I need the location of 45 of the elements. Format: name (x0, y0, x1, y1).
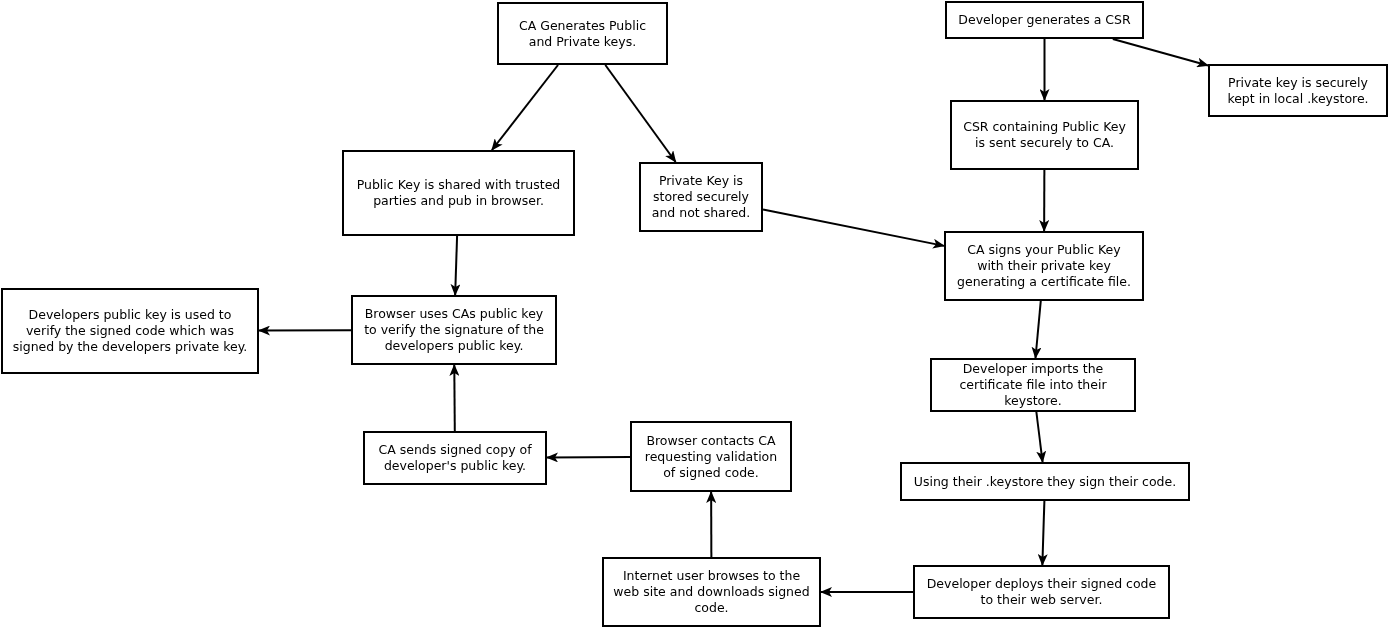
process-box (630, 421, 792, 492)
box-text: CA Generates Public and Private keys. (517, 17, 648, 50)
box-text: CSR containing Public Key is sent securely to CA. (962, 119, 1127, 151)
process-box (944, 231, 1144, 301)
box-text: Browser uses CAs public key to verify the signature of the developers public key. (363, 306, 545, 354)
arrow (706, 491, 717, 558)
process-box (900, 462, 1190, 501)
arrow (762, 208, 945, 249)
arrow (604, 64, 677, 163)
arrow (1037, 500, 1048, 566)
arrow (450, 235, 461, 296)
process-box (1, 288, 259, 374)
process-box (945, 1, 1144, 39)
process-box (639, 162, 763, 232)
process-box (602, 557, 821, 627)
process-box (913, 565, 1170, 619)
arrow (258, 325, 352, 336)
arrow (546, 452, 631, 463)
arrow (1031, 300, 1042, 359)
process-box (342, 150, 575, 236)
box-text: Developer imports the certificate file into their keystore. (958, 361, 1108, 409)
process-box (1208, 64, 1388, 117)
arrow (449, 364, 460, 432)
process-box (950, 100, 1139, 170)
arrow (1039, 38, 1050, 101)
box-text: Internet user browses to the web site and downloads signed code. (612, 568, 811, 616)
process-box (351, 295, 557, 365)
process-box (363, 431, 547, 485)
box-text: Public Key is shared with trusted parties and pub in browser. (355, 177, 562, 209)
box-text: Developers public key is used to verify the signed code which was signed by the developers private key. (11, 307, 249, 355)
box-text: Using their .keystore they sign their code. (913, 473, 1177, 490)
box-text: Browser contacts CA requesting validation of signed code. (643, 432, 779, 481)
arrow (1035, 411, 1047, 463)
process-box (497, 2, 668, 65)
box-text: CA sends signed copy of developer's public key. (377, 442, 533, 474)
box-text: Private key is securely kept in local .keystore. (1226, 74, 1370, 107)
arrow (1111, 38, 1209, 68)
arrow (820, 587, 914, 597)
box-text: Developer deploys their signed code to their web server. (925, 576, 1158, 608)
box-text: CA signs your Public Key with their private key generating a certificate file. (956, 242, 1132, 290)
box-text: Developer generates a CSR (958, 12, 1131, 28)
box-text: Private Key is stored securely and not shared. (650, 173, 752, 221)
process-box (930, 358, 1136, 412)
arrow (490, 64, 559, 151)
arrow (1039, 169, 1050, 232)
